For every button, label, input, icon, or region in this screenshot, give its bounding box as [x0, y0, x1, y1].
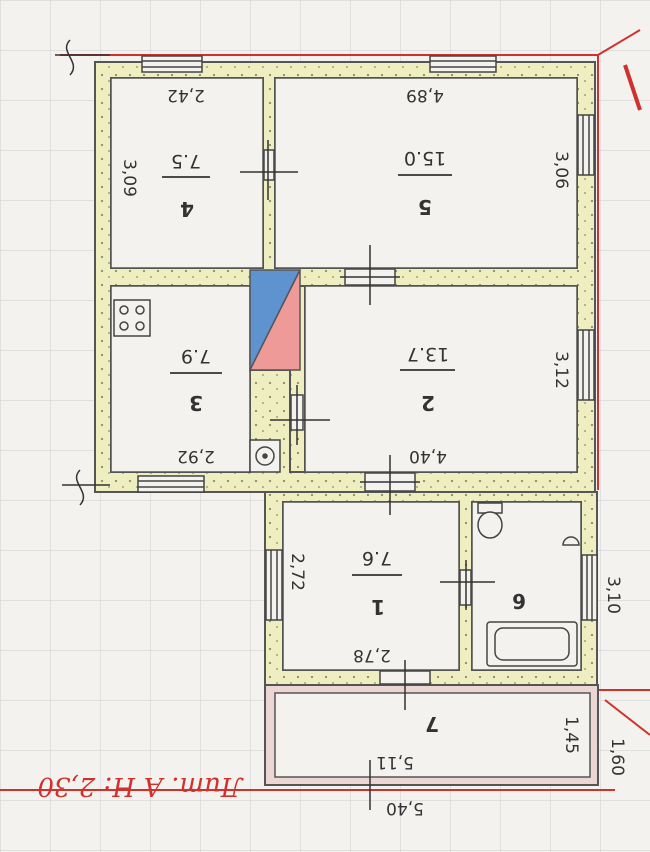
veranda-interior — [274, 692, 591, 778]
room-3-width: 2,92 — [177, 446, 215, 466]
room-4-height: 3,09 — [119, 159, 139, 197]
room-2-height: 3,12 — [551, 351, 571, 389]
handwritten-note: Лит. А Н: 2,30 — [37, 771, 244, 801]
fraction-bars — [162, 174, 455, 576]
height-dimensions: 3,09 3,06 3,12 2,72 3,10 1,45 1,60 — [119, 151, 627, 776]
window-right-upper — [577, 114, 595, 176]
door-marks — [240, 140, 495, 810]
width-dimensions: 2,42 4,89 2,92 4,40 2,78 5,11 5,40 — [167, 85, 447, 818]
stove — [248, 269, 302, 371]
room-areas: 7.5 15.0 7.9 13.7 7.6 — [171, 147, 449, 569]
room-1-number: 1 — [371, 595, 385, 619]
room-numbers: 4 5 3 2 1 6 7 — [180, 195, 526, 736]
room-floors — [110, 77, 582, 671]
room-1-area: 7.6 — [362, 547, 392, 569]
room-2-number: 2 — [421, 391, 435, 415]
break-symbols — [55, 39, 110, 506]
red-boundary-lines — [0, 29, 650, 791]
room-1-width: 2,78 — [353, 645, 391, 665]
room-2-area: 13.7 — [407, 343, 449, 365]
room-6-number: 6 — [512, 589, 526, 613]
room-2-width: 4,40 — [409, 446, 447, 466]
room-3-area: 7.9 — [181, 345, 211, 367]
toilet-icon — [477, 502, 503, 539]
room-1-height: 2,72 — [287, 553, 307, 591]
bathtub-icon — [486, 621, 578, 667]
window-annex-left — [265, 549, 283, 621]
room-4-number: 4 — [180, 197, 194, 221]
windows — [137, 55, 598, 621]
window-bottom-left — [137, 475, 205, 493]
outer-height: 1,60 — [607, 738, 627, 776]
room-5-number: 5 — [418, 195, 432, 219]
room-7-width: 5,11 — [376, 752, 414, 772]
room-7-height: 1,45 — [561, 716, 581, 754]
outer-width: 5,40 — [386, 798, 424, 818]
window-annex-right — [581, 554, 598, 621]
room-4-area: 7.5 — [171, 150, 201, 172]
room-6-height: 3,10 — [603, 576, 623, 614]
room-7-number: 7 — [425, 712, 439, 736]
window-top-left — [141, 55, 203, 73]
window-right-lower — [577, 329, 595, 401]
room-3-number: 3 — [189, 391, 203, 415]
washbasin-icon — [562, 536, 580, 546]
sink-icon — [249, 439, 281, 473]
room-5-height: 3,06 — [551, 151, 571, 189]
room-5-width: 4,89 — [406, 85, 444, 105]
room-4-width: 2,42 — [167, 85, 205, 105]
room-5-area: 15.0 — [404, 147, 446, 169]
window-top-right — [429, 55, 497, 73]
kitchen-stove-icon — [113, 299, 151, 337]
